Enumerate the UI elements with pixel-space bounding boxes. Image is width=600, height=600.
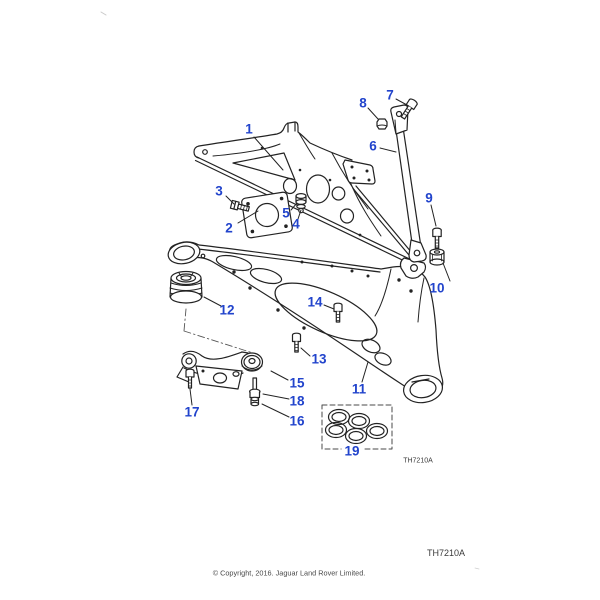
callout-15[interactable]: 15 (289, 375, 305, 391)
callout-13[interactable]: 13 (311, 351, 327, 367)
scan-speck (474, 567, 480, 570)
part-10-bushing (429, 248, 445, 266)
part-4-5-nut-washer (295, 193, 307, 214)
callout-14[interactable]: 14 (307, 294, 323, 310)
leader-lines (189, 98, 451, 418)
part-1-upper-crossmember (193, 121, 427, 279)
callout-4[interactable]: 4 (292, 216, 300, 232)
part-9-bolt (432, 227, 442, 249)
scan-speck (100, 11, 107, 16)
callout-19[interactable]: 19 (341, 444, 363, 458)
callout-3[interactable]: 3 (215, 183, 223, 199)
part-7-bolt (400, 98, 418, 120)
o-rings (324, 408, 389, 445)
callout-9[interactable]: 9 (425, 190, 433, 206)
part-16-nut (250, 396, 260, 407)
callout-5[interactable]: 5 (282, 205, 290, 221)
callout-6[interactable]: 6 (369, 138, 377, 154)
part-18-stud (249, 377, 261, 407)
part-15-mounting-bracket (176, 350, 264, 390)
callout-1[interactable]: 1 (245, 121, 253, 137)
part-17-bolt (185, 368, 195, 389)
part-6-stay-rod (390, 104, 427, 263)
part-14-bolt (333, 302, 343, 323)
callout-2[interactable]: 2 (225, 220, 233, 236)
part-12-mounting-bushing (169, 270, 203, 304)
alignment-dash-lines (183, 308, 254, 354)
part-19-o-ring-kit (321, 404, 393, 450)
callout-7[interactable]: 7 (386, 87, 394, 103)
callout-10[interactable]: 10 (429, 280, 445, 296)
callout-16[interactable]: 16 (289, 413, 305, 429)
callout-12[interactable]: 12 (219, 302, 235, 318)
part-13-bolt (291, 332, 302, 353)
copyright-text: © Copyright, 2016. Jaguar Land Rover Lim… (212, 568, 366, 578)
callout-11[interactable]: 11 (351, 381, 367, 397)
callout-8[interactable]: 8 (359, 95, 367, 111)
footer-diagram-code: TH7210A (426, 548, 466, 558)
callout-17[interactable]: 17 (184, 404, 200, 420)
callout-18[interactable]: 18 (289, 393, 305, 409)
part-11-lower-crossmember (167, 241, 444, 404)
diagram-code: TH7210A (403, 457, 433, 465)
part-2-mounting-plate (241, 191, 293, 239)
part-8-nut (376, 118, 388, 130)
